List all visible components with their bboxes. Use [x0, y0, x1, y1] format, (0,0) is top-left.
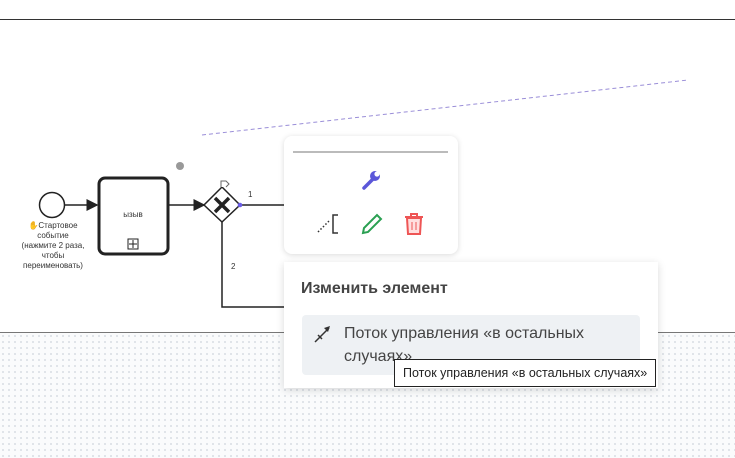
connection-preview	[201, 79, 689, 136]
default-flow-icon	[314, 326, 330, 343]
toolbar-divider	[0, 19, 735, 20]
text-annotation-icon[interactable]	[316, 212, 342, 236]
flow-label-2: 2	[231, 262, 236, 271]
subprocess-task[interactable]	[97, 176, 170, 256]
tooltip: Поток управления «в остальных случаях»	[394, 359, 657, 387]
flow-label-1: 1	[248, 190, 253, 199]
connection-handle[interactable]	[237, 202, 243, 208]
gateway-tag-icon	[220, 180, 230, 188]
pencil-icon[interactable]	[360, 212, 384, 236]
context-pad	[284, 136, 458, 254]
trash-icon[interactable]	[403, 212, 425, 236]
start-event[interactable]	[38, 191, 66, 219]
label-line: чтобы	[41, 251, 65, 260]
wrench-icon[interactable]	[359, 168, 383, 192]
bpmn-canvas[interactable]: 1 2 ызыв	[0, 0, 735, 332]
info-icon[interactable]	[176, 162, 184, 170]
task-label: ызыв	[123, 210, 142, 219]
hand-icon: ✋	[28, 221, 39, 230]
label-line: переименовать)	[23, 261, 83, 270]
start-event-label[interactable]: ✋Стартовое событие (нажмите 2 раза, чтоб…	[10, 221, 96, 271]
menu-title: Изменить элемент	[301, 280, 448, 297]
label-line: Стартовое	[38, 221, 78, 230]
context-pad-divider	[293, 151, 448, 153]
label-line: (нажмите 2 раза,	[21, 241, 85, 250]
sequence-flow-2[interactable]	[221, 222, 284, 308]
label-line: событие	[37, 231, 69, 240]
